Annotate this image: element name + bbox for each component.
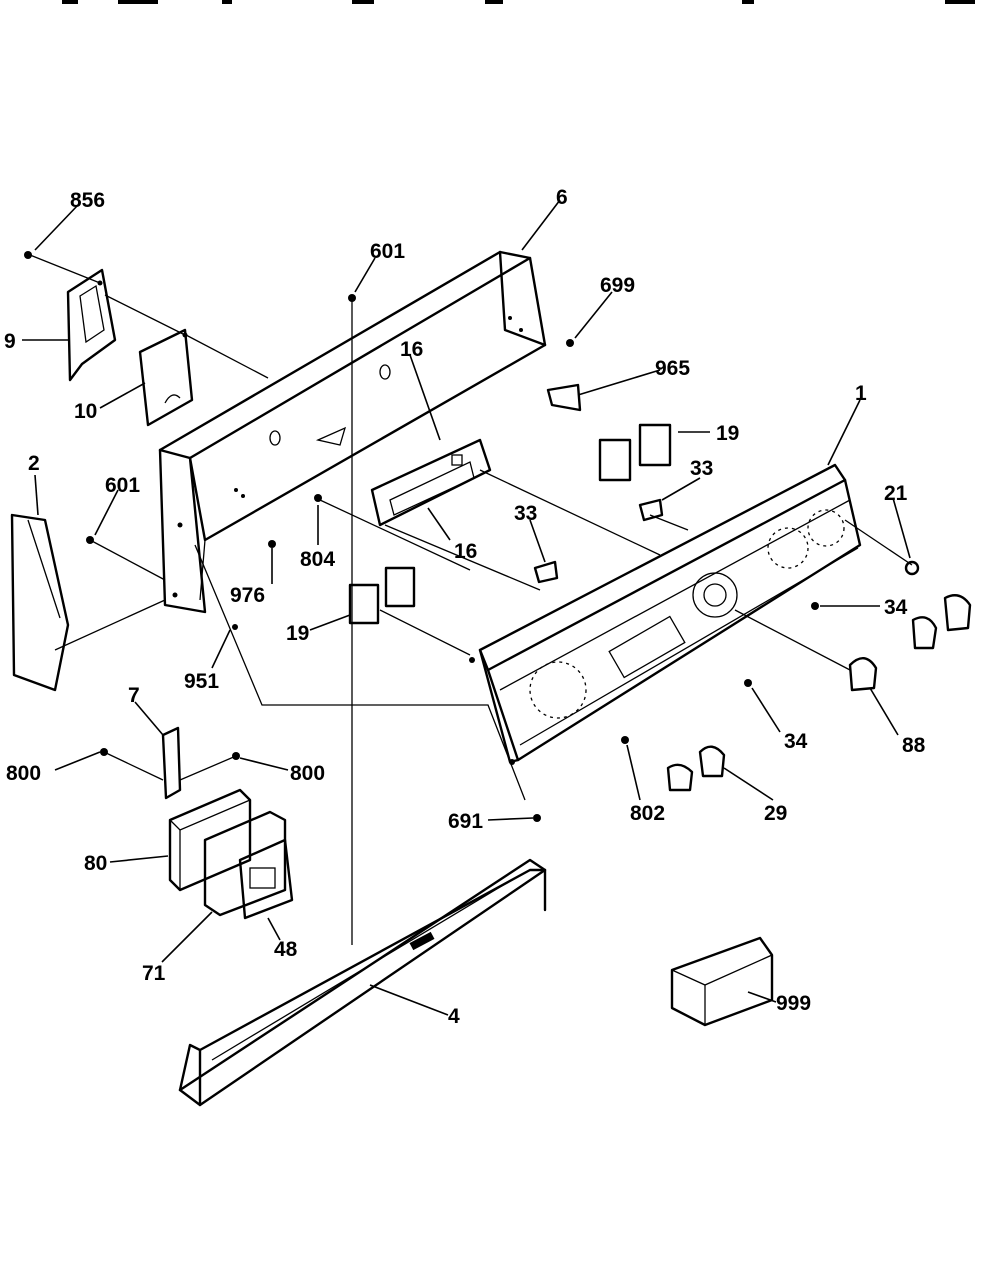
callout-1: 1 <box>855 382 867 405</box>
trim-strip-4 <box>178 858 547 1107</box>
controller-assembly <box>168 788 294 920</box>
callout-80: 80 <box>84 852 107 875</box>
bracket-965 <box>546 383 582 412</box>
callout-802: 802 <box>630 802 665 825</box>
switch-19-upper <box>598 423 672 482</box>
side-bracket-10 <box>138 328 194 427</box>
callout-19-left: 19 <box>286 622 309 645</box>
switch-19-lower <box>348 566 416 625</box>
callout-19-right: 19 <box>716 422 739 445</box>
top-edge-scan-residue <box>62 0 975 4</box>
callout-951: 951 <box>184 670 219 693</box>
leader-lines <box>22 199 911 1016</box>
callout-4: 4 <box>448 1005 460 1028</box>
callout-21: 21 <box>884 482 908 505</box>
callout-856: 856 <box>70 189 105 212</box>
knobs <box>666 560 972 792</box>
assembly-lines <box>29 254 913 945</box>
callout-16-bottom: 16 <box>454 540 477 563</box>
callout-976: 976 <box>230 584 265 607</box>
callout-965: 965 <box>655 357 690 380</box>
callout-9: 9 <box>4 330 16 353</box>
timer-board-16 <box>370 438 492 527</box>
end-cap-2 <box>10 513 70 692</box>
parts-box-999 <box>670 936 774 1027</box>
callout-999: 999 <box>776 992 811 1015</box>
callout-800-left: 800 <box>6 762 41 785</box>
callout-labels: 856 9 10 2 601 601 6 699 965 16 16 19 19… <box>4 186 926 1028</box>
callout-2: 2 <box>28 452 40 475</box>
callout-601-top: 601 <box>370 240 405 263</box>
callout-34-right: 34 <box>884 596 908 619</box>
clip-33 <box>533 498 664 584</box>
callout-48: 48 <box>274 938 298 961</box>
callout-7: 7 <box>128 684 140 707</box>
callout-16-top: 16 <box>400 338 423 361</box>
bracket-7 <box>161 726 182 800</box>
callout-71: 71 <box>142 962 166 985</box>
callout-6: 6 <box>556 186 568 209</box>
callout-804: 804 <box>300 548 335 571</box>
callout-691: 691 <box>448 810 483 833</box>
callout-88: 88 <box>902 734 926 757</box>
callout-34-bottom: 34 <box>784 730 808 753</box>
callout-29: 29 <box>764 802 787 825</box>
callout-601-left: 601 <box>105 474 140 497</box>
side-bracket-9 <box>66 268 117 382</box>
callout-800-right: 800 <box>290 762 325 785</box>
callout-10: 10 <box>74 400 97 423</box>
rear-panel-bracket <box>158 250 547 614</box>
callout-33-left: 33 <box>514 502 537 525</box>
callout-33-right: 33 <box>690 457 713 480</box>
callout-699: 699 <box>600 274 635 297</box>
